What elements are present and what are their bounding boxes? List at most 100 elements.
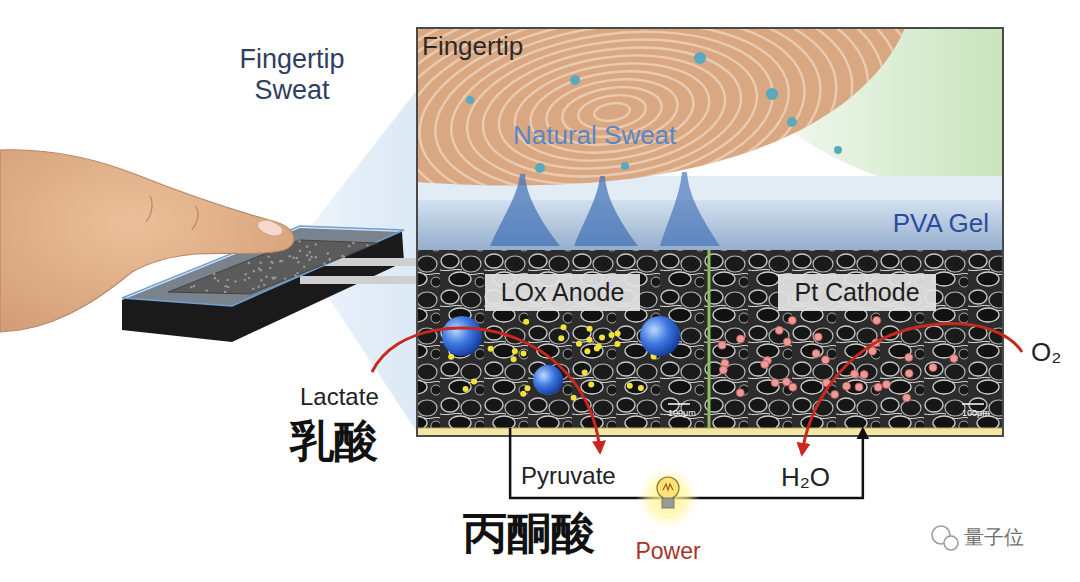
text-label: H₂O [781, 463, 830, 493]
platinum-dot [850, 370, 858, 378]
lactate-dot [524, 385, 530, 391]
pad-speck [315, 243, 317, 245]
ridge-line [238, 0, 986, 330]
sweat-drop [694, 52, 706, 64]
platinum-dot [718, 341, 726, 349]
lactate-dot [627, 383, 633, 389]
pad-speck [296, 257, 298, 259]
sweat-drop [621, 162, 629, 170]
platinum-dot [873, 316, 881, 324]
pad-speck [310, 256, 312, 258]
pad-speck [281, 260, 283, 262]
cathode-panel: Pt Cathode [711, 250, 1003, 428]
pad-speck [297, 261, 299, 263]
platinum-dot [761, 360, 769, 368]
enzyme-sphere [533, 365, 563, 395]
knuckle-crease [146, 196, 198, 230]
pad-speck [341, 255, 343, 257]
text-label: Pyruvate [521, 462, 616, 490]
panel-frame [417, 28, 1003, 436]
text-label: Fingertip Sweat [222, 44, 362, 106]
pad-speck [265, 275, 267, 277]
text-label: 量子位 [964, 526, 1024, 549]
electrode-strip [300, 276, 417, 284]
catalyst-dots [448, 316, 958, 401]
lactate-dot [448, 354, 454, 360]
platinum-dot [860, 371, 868, 379]
pad-speck [214, 277, 216, 279]
sweat-drop [535, 163, 545, 173]
pad-speck [303, 266, 305, 268]
ridge-line [508, 52, 715, 172]
gel-band: PVA Gel [417, 202, 1003, 246]
scale-bar [668, 403, 690, 405]
pad-speck [259, 262, 261, 264]
platinum-dot [771, 379, 779, 387]
lactate-dot [599, 335, 605, 341]
pad-speck [366, 244, 368, 246]
pad-speck [315, 256, 317, 258]
pad-speck [306, 245, 308, 247]
lactate-dot [511, 356, 517, 362]
pad-speck [294, 274, 296, 276]
lactate-dot [488, 346, 494, 352]
scale-bar [962, 403, 984, 405]
pad-speck [224, 285, 226, 287]
hand [0, 150, 294, 332]
pad-speck [299, 250, 301, 252]
pad-speck [245, 273, 247, 275]
platinum-dot [775, 326, 783, 334]
lactate-dot [576, 341, 582, 347]
pad-speck [309, 251, 311, 253]
lactate-dot [558, 335, 564, 341]
node-label: LOx Anode [485, 274, 641, 311]
text-label: O₂ [1031, 338, 1061, 368]
lactate-dot [588, 382, 594, 388]
substrate-strip [417, 428, 1003, 436]
text-label: Lactate [300, 383, 379, 411]
pad-speck [206, 289, 208, 291]
pad-speck [252, 288, 254, 290]
platinum-dot [855, 383, 863, 391]
sweat-channel [660, 172, 720, 246]
platinum-dot [882, 380, 890, 388]
light-bulb [657, 477, 679, 499]
pad-speck [270, 261, 272, 263]
enzyme-sphere [640, 316, 680, 356]
sweat-drop [466, 96, 474, 104]
pad-speck [306, 254, 308, 256]
platinum-dot [868, 347, 876, 355]
lactate-dot [638, 385, 644, 391]
pad-speck [257, 286, 259, 288]
bulb-glow [636, 466, 700, 530]
pad-speck [284, 277, 286, 279]
lactate-dot [615, 330, 621, 336]
platinum-dot [814, 333, 822, 341]
platinum-dot [831, 390, 839, 398]
pad-speck [248, 262, 250, 264]
lactate-dot [560, 324, 566, 330]
platinum-dot [788, 316, 796, 324]
lactate-dot [463, 386, 469, 392]
pad-speck [227, 286, 229, 288]
pad-speck [258, 267, 260, 269]
sweat-drop [570, 75, 580, 85]
platinum-dot [789, 383, 797, 391]
platinum-dot [905, 353, 913, 361]
panel-ground [417, 28, 1003, 436]
platinum-dot [783, 338, 791, 346]
pad-speck [226, 279, 228, 281]
pad-speck [253, 270, 255, 272]
sweat-drop [787, 117, 797, 127]
ridge-line [407, 0, 817, 231]
lactate-dot [587, 326, 593, 332]
platinum-dot [736, 389, 744, 397]
text-label: 丙酮酸 [463, 508, 595, 559]
pad-speck [263, 284, 265, 286]
pad-speck [271, 261, 273, 263]
pad-speck [329, 259, 331, 261]
pad-speck [292, 257, 294, 259]
pad-speck [193, 285, 195, 287]
node-label: PVA Gel [893, 209, 989, 239]
